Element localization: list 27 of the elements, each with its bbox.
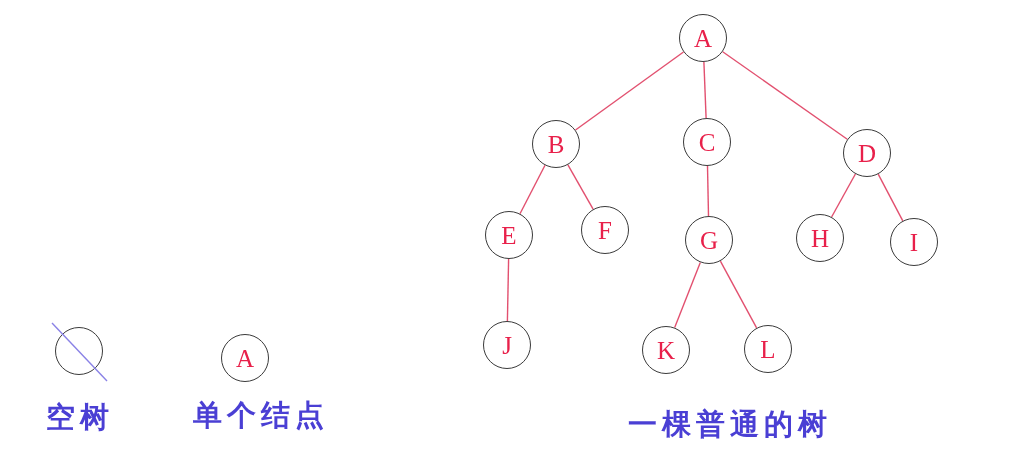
tree-edge-line	[574, 51, 685, 131]
tree-edge-line	[722, 51, 848, 140]
tree-edge-line	[877, 173, 904, 222]
node-letter: B	[547, 131, 565, 157]
node-letter: J	[502, 332, 512, 358]
node-letter: E	[501, 222, 517, 248]
node-letter: K	[656, 337, 676, 363]
node-letter: A	[693, 25, 713, 51]
tree-edge-line	[706, 165, 710, 217]
caption-text: 空树	[44, 402, 114, 434]
tree-edge-line	[519, 164, 546, 215]
node-letter: L	[760, 336, 776, 362]
tree-edge-line	[703, 61, 707, 119]
node-letter: C	[698, 129, 716, 155]
node-letter: G	[699, 227, 719, 253]
caption-text: 单个结点	[191, 400, 329, 432]
node-letter: F	[598, 217, 612, 243]
tree-edge-line	[567, 164, 594, 210]
caption-text: 一棵普通的树	[626, 409, 832, 441]
tree-edge-line	[719, 260, 758, 329]
tree-edge-line	[506, 258, 510, 322]
tree-edge-line	[830, 173, 857, 218]
node-letter: H	[810, 225, 830, 251]
tree-edge-line	[674, 261, 701, 329]
node-letter: D	[857, 140, 877, 166]
node-letter: A	[235, 345, 255, 371]
node-letter: I	[909, 229, 919, 255]
